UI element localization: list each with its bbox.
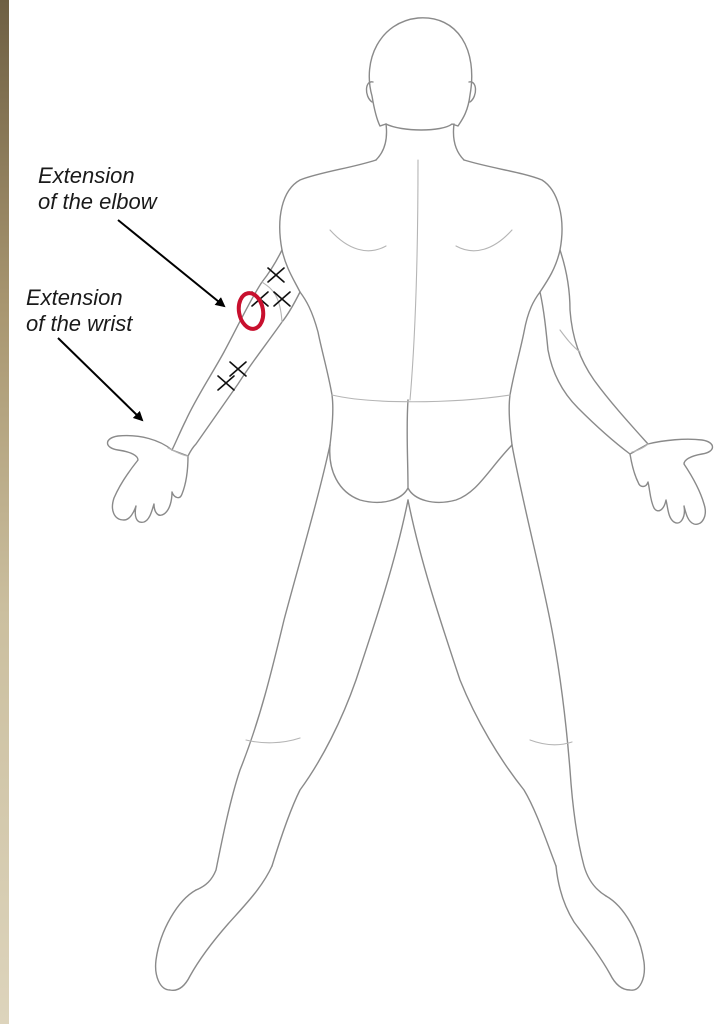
right-hand-outline <box>630 439 713 524</box>
scapula-right <box>456 230 512 251</box>
scapula-left <box>330 230 386 251</box>
left-knee-line <box>246 738 300 743</box>
right-foot-outline <box>556 866 644 990</box>
elbow-label-line-2: of the elbow <box>38 190 157 214</box>
cross-marker <box>218 376 234 390</box>
elbow-label-line-1: Extension <box>38 164 135 188</box>
left-hand-outline <box>108 436 189 523</box>
left-leg-outline <box>196 445 408 890</box>
cross-marker <box>274 292 290 306</box>
left-foot-outline <box>156 866 272 990</box>
waist-line <box>332 395 510 402</box>
wrist-label-line-2: of the wrist <box>26 312 132 336</box>
cross-marker <box>268 268 284 282</box>
head-outline <box>369 18 471 130</box>
right-leg-outline <box>408 445 606 896</box>
spine-line <box>410 160 418 400</box>
pelvis-outline <box>330 400 512 502</box>
right-knee-line <box>530 740 572 745</box>
left-arm-outline <box>172 250 300 456</box>
elbow-arrow <box>118 220 224 306</box>
wrist-label-line-1: Extension <box>26 286 123 310</box>
right-elbow-crease <box>560 330 580 352</box>
cross-marker <box>230 362 246 376</box>
right-arm-outline <box>540 250 648 454</box>
wrist-arrow <box>58 338 142 420</box>
